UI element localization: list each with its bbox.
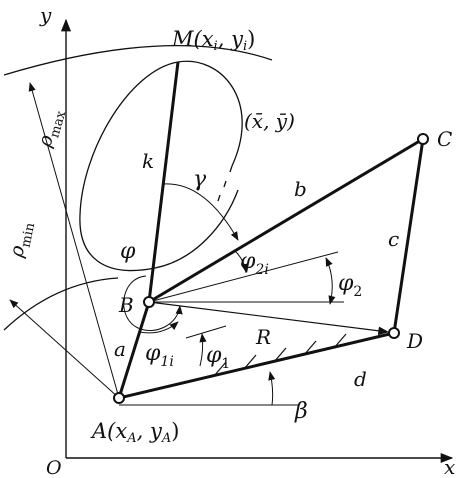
link-a-label: a: [114, 337, 126, 361]
beta-arc: [268, 371, 276, 406]
phi2-arc: [325, 257, 336, 305]
rho-max-label: ρmax: [33, 106, 69, 152]
phi1-arc: [199, 333, 207, 367]
joint-D: [388, 327, 400, 339]
phi2-reference-ray: [148, 251, 339, 303]
rho-min-arc: [3, 277, 119, 331]
beta-label: β: [294, 399, 308, 424]
phi2i-label: φ2i: [240, 249, 269, 278]
crank-link-a: [117, 301, 151, 399]
rho-min-label: ρmin: [5, 219, 38, 261]
phi1-label: φ1: [206, 343, 230, 372]
vector-R-label: R: [255, 325, 271, 349]
rho-max-arc: [3, 44, 273, 76]
point-M-label: M(xi, yi): [171, 27, 255, 54]
vector-R: [148, 301, 390, 336]
rho-max-ray: [28, 82, 120, 399]
joint-B: [143, 296, 155, 308]
phi-label: φ: [120, 239, 136, 264]
ground-hatching: [213, 333, 347, 377]
rocker-link-c: [392, 138, 425, 334]
link-b-label: b: [294, 177, 307, 201]
link-d-label: d: [354, 367, 367, 391]
point-B-label: B: [118, 293, 134, 317]
point-D-label: D: [406, 329, 423, 353]
coupler-curve-dashed-part: [217, 165, 233, 202]
link-k-label: k: [142, 149, 154, 173]
coupler-curve: [79, 60, 243, 272]
phi1i-arc: [138, 321, 179, 334]
gamma-arc: [163, 183, 239, 241]
phi1i-label: φ1i: [145, 341, 174, 370]
link-c-label: c: [388, 227, 399, 251]
phi2i-arc: [235, 251, 249, 273]
phi2-label: φ2: [338, 271, 362, 300]
x-axis-label: x: [444, 455, 455, 478]
phi-arc: [123, 275, 183, 331]
joint-C: [417, 133, 429, 145]
origin-label: O: [46, 457, 62, 478]
ground-link-d: [118, 331, 395, 400]
coupler-point-line-k: [147, 61, 180, 303]
phi1-reference-line: [185, 325, 227, 339]
rho-min-ray: [9, 299, 120, 399]
joint-A: [113, 392, 125, 404]
gamma-label: γ: [193, 167, 207, 192]
point-A-label: A(xA, yA): [90, 419, 179, 446]
coupler-link-b: [148, 137, 424, 304]
y-axis-label: y: [39, 3, 52, 27]
point-C-label: C: [437, 127, 452, 151]
centroid-label: (x̄, ȳ): [244, 109, 295, 133]
